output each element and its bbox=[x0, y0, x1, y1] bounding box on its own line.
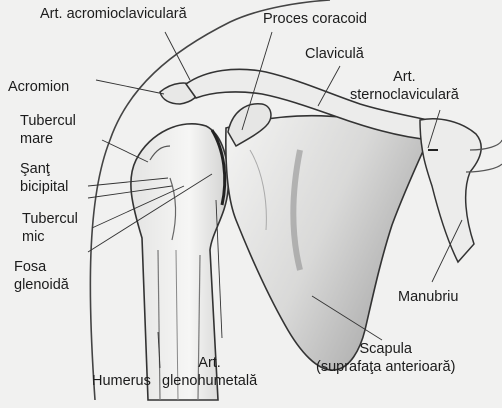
label-clavicula: Claviculă bbox=[305, 45, 364, 63]
label-manubriu: Manubriu bbox=[398, 288, 458, 306]
label-humerus: Humerus bbox=[92, 372, 151, 390]
label-fosa-glenoida: Fosa glenoidă bbox=[14, 258, 69, 294]
label-sant-bicipital: Şanţ bicipital bbox=[20, 160, 68, 196]
scapula-bone bbox=[226, 116, 428, 371]
label-proces-coracoid: Proces coracoid bbox=[263, 10, 367, 28]
label-tubercul-mare: Tubercul mare bbox=[20, 112, 76, 148]
label-acromion: Acromion bbox=[8, 78, 69, 96]
label-art-acromioclaviculara: Art. acromioclaviculară bbox=[40, 5, 187, 23]
manubrium-bone bbox=[420, 119, 502, 262]
label-art-glenohumetala: Art. glenohumetală bbox=[162, 354, 257, 390]
label-tubercul-mic: Tubercul mic bbox=[22, 210, 78, 246]
label-scapula: Scapula (suprafaţa anterioară) bbox=[316, 340, 455, 376]
label-art-sternoclaviculara: Art. sternoclaviculară bbox=[350, 68, 459, 104]
